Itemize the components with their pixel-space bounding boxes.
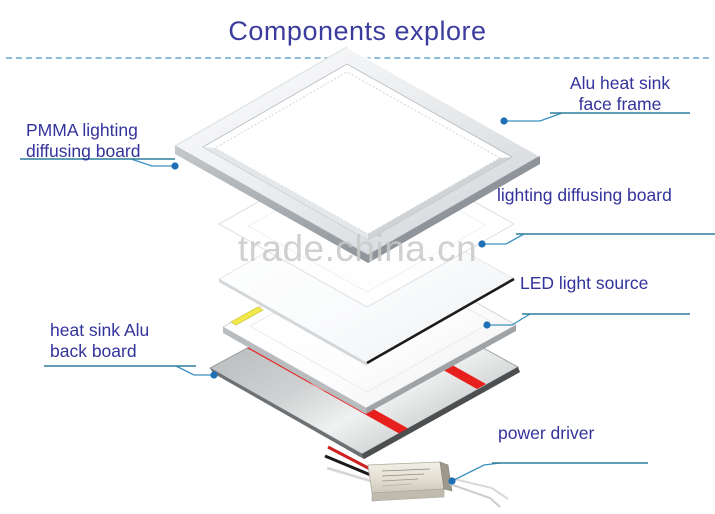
label-line-1: lighting diffusing board [497,185,672,205]
page-title: Components explore [228,16,487,46]
component-alu-face-frame [174,46,541,263]
label-line-1: power driver [498,423,595,443]
label-line-1: Alu heat sink [569,73,671,93]
label-line-1: LED light source [520,273,649,293]
leader-endpoint-dots [171,117,508,485]
leader-underlines [20,112,715,464]
label-lighting-diffusing-board: lighting diffusing board [497,185,712,206]
label-led-light-source: LED light source [520,273,690,294]
label-line-2: face frame [578,94,662,114]
label-alu-heat-sink-face-frame: Alu heat sink face frame [540,73,700,115]
label-line-1: heat sink Alu [50,320,150,340]
label-line-2: back board [50,341,137,361]
label-line-2: diffusing board [26,141,141,161]
component-power-driver [324,445,509,508]
label-power-driver: power driver [498,423,648,444]
label-heat-sink-alu-back-board: heat sink Alu back board [50,320,210,362]
label-line-1: PMMA lighting [26,120,138,140]
label-pmma-lighting-diffusing-board: PMMA lighting diffusing board [26,120,196,162]
